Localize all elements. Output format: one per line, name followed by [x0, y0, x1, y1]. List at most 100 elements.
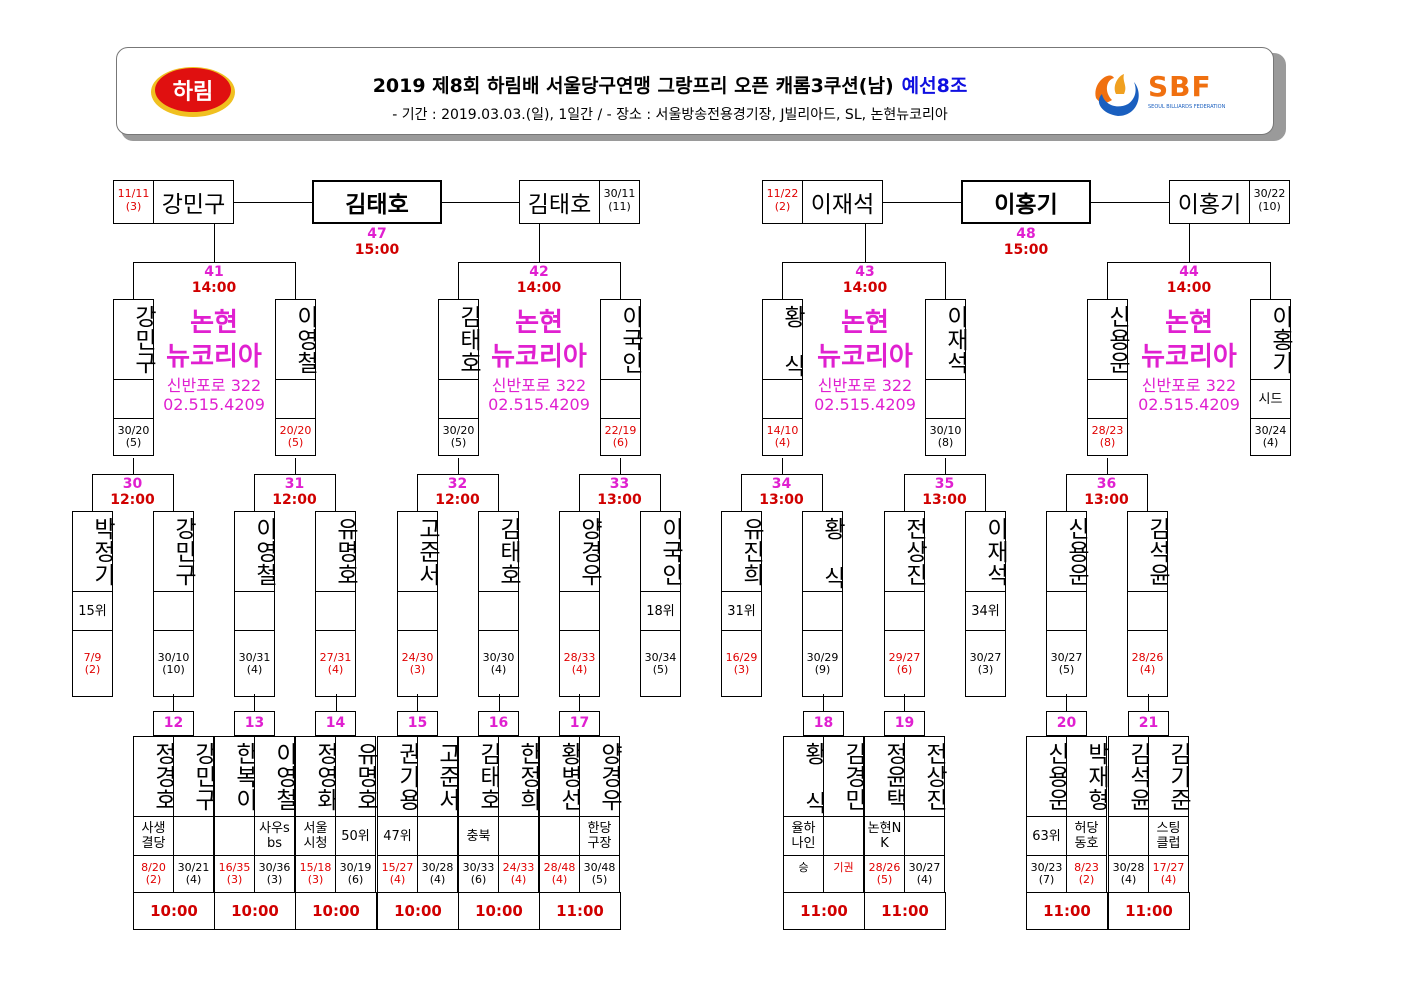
sbf-logo-subtext: SEOUL BILLIARDS FEDERATION [1148, 104, 1226, 110]
bracket-line [579, 474, 661, 475]
bracket-line [173, 694, 174, 712]
player-score-cell [1108, 855, 1149, 893]
player-seed: (4) [1262, 436, 1279, 449]
player-note: 사우sbs [254, 816, 295, 856]
player-name-cell [823, 736, 864, 817]
player-name: 전상진 [901, 517, 927, 586]
player-score: 30/20 [117, 424, 150, 437]
player-name: 강민구 [190, 742, 216, 811]
player-score: 14/10 [766, 424, 799, 437]
player-note: 율하나인 [783, 816, 824, 856]
sbf-logo: SBF SEOUL BILLIARDS FEDERATION [1088, 64, 1238, 120]
player-seed: (3) [307, 873, 324, 886]
player-score: 17/27 [1152, 861, 1185, 874]
player-seed: (4) [571, 662, 588, 676]
player-seed: (6) [612, 436, 629, 449]
player-seed: (3) [266, 873, 283, 886]
player-score-cell [113, 418, 154, 456]
player-score: 15/18 [299, 861, 332, 874]
player-score: 승 [798, 861, 809, 874]
player-seed: (2) [84, 662, 101, 676]
player-name-cell [254, 736, 295, 817]
player-name: 정영화 [312, 742, 338, 811]
player-seed: (4) [1139, 662, 1156, 676]
player-note: 31위 [721, 591, 762, 631]
player-score: 30/20 [442, 424, 475, 437]
player-seed: (2) [1078, 873, 1095, 886]
final-right-seed: (11) [608, 200, 631, 213]
final-match-no: 48 [1016, 226, 1036, 242]
r1-match-no-cell [397, 711, 438, 736]
player-score-cell [315, 630, 356, 697]
bracket-line [335, 474, 336, 512]
player-note: 사생결당 [133, 816, 174, 856]
player-score: 24/30 [401, 650, 434, 664]
player-score: 30/31 [238, 650, 271, 664]
player-score: 24/33 [502, 861, 535, 874]
bracket-line [883, 202, 962, 203]
venue-phone: 02.515.4209 [488, 395, 590, 414]
player-seed: (5) [652, 662, 669, 676]
player-name: 정윤택 [881, 742, 907, 811]
player-note: 충북 [458, 816, 499, 856]
player-seed: (4) [916, 873, 933, 886]
r1-time-cell [1026, 892, 1108, 930]
bracket-line [741, 474, 823, 475]
player-note [214, 816, 255, 856]
player-name-cell [1250, 299, 1291, 380]
final-right-score: 30/22 [1253, 187, 1286, 200]
player-name-cell [600, 299, 641, 380]
player-name-cell [559, 511, 600, 592]
player-name: 신용운 [1043, 742, 1069, 811]
bracket-line [782, 458, 783, 475]
player-name: 이재석 [942, 305, 968, 374]
bracket-line [1066, 694, 1067, 712]
bracket-line [92, 474, 93, 512]
player-score-cell [478, 630, 519, 697]
player-score: 8/20 [141, 861, 166, 874]
final-right-seed: (10) [1258, 200, 1281, 213]
harim-logo: 하림 [150, 64, 236, 118]
r1-match-no: 18 [813, 715, 834, 731]
player-name: 박재형 [1083, 742, 1109, 811]
r1-match-no-cell [884, 711, 925, 736]
player-score-cell [640, 630, 681, 697]
final-left-score: 11/11 [117, 187, 150, 200]
r1-time-cell [295, 892, 377, 930]
player-name: 유명호 [352, 742, 378, 811]
player-seed: (8) [937, 436, 954, 449]
player-score-cell [498, 855, 539, 893]
player-seed: (6) [470, 873, 487, 886]
player-name: 이국인 [657, 517, 683, 586]
player-seed: (5) [591, 873, 608, 886]
r1-match-no: 20 [1056, 715, 1077, 731]
player-seed: (9) [814, 662, 831, 676]
player-seed: (5) [1058, 662, 1075, 676]
player-score: 22/19 [604, 424, 637, 437]
player-name-cell [275, 299, 316, 380]
bracket-line [1189, 224, 1190, 263]
player-name-cell [173, 736, 214, 817]
player-note [539, 816, 580, 856]
r1-match-no-cell [1046, 711, 1087, 736]
player-name: 황병선 [556, 742, 582, 811]
page-title-row: 2019 제8회 하림배 서울당구연맹 그랑프리 오픈 캐롬3쿠션(남) 예선8… [250, 70, 1090, 98]
player-name: 이영철 [271, 742, 297, 811]
player-score: 기권 [833, 861, 854, 874]
player-name: 한정희 [515, 742, 541, 811]
bracket-line [904, 474, 905, 512]
r1-time: 10:00 [394, 902, 442, 920]
r1-match-no: 17 [569, 715, 590, 731]
r1-time: 11:00 [800, 902, 848, 920]
player-name: 신용운 [1104, 305, 1130, 374]
player-name: 이영철 [292, 305, 318, 374]
player-name: 김태호 [495, 517, 521, 586]
player-seed: (3) [409, 662, 426, 676]
player-note [1046, 591, 1087, 631]
r1-match-no: 21 [1138, 715, 1159, 731]
r1-match-no: 12 [163, 715, 184, 731]
bracket-line [233, 202, 313, 203]
r2-match-no: 33 [609, 476, 630, 492]
player-note [113, 379, 154, 419]
player-note [1108, 816, 1149, 856]
